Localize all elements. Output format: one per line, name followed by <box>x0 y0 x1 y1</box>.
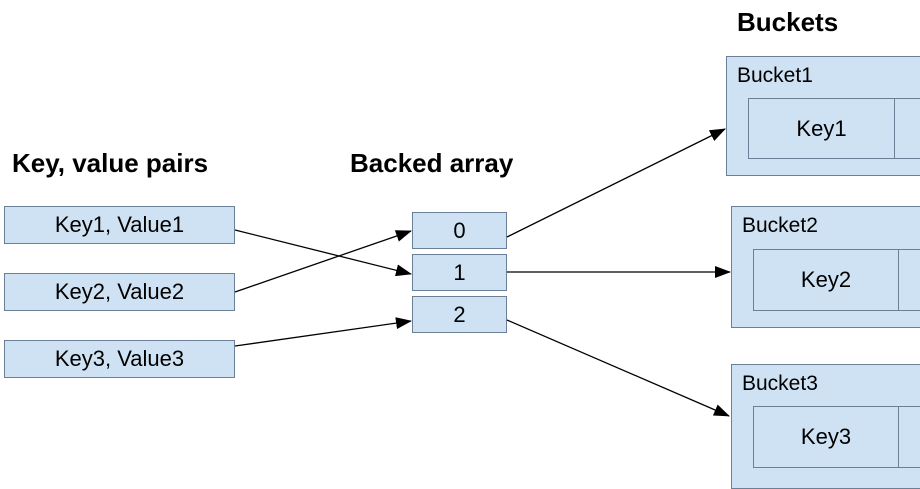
array-cell-2: 2 <box>412 296 507 333</box>
bucket-2: Bucket2 Key2 <box>731 206 920 328</box>
arrow-cell-2-to-bucket-3 <box>506 319 730 417</box>
bucket-entry: Key3 <box>753 406 920 468</box>
bucket-entry: Key1 <box>748 98 920 159</box>
array-heading: Backed array <box>350 148 514 178</box>
pair-box-key3: Key3, Value3 <box>4 340 235 378</box>
array-cell-1: 1 <box>412 254 507 291</box>
bucket-key: Key2 <box>754 250 899 310</box>
pairs-heading: Key, value pairs <box>12 148 209 178</box>
arrow-key2-to-cell-0 <box>234 230 412 293</box>
arrow-cell-0-to-bucket-1 <box>506 128 726 238</box>
bucket-label: Bucket1 <box>737 64 813 87</box>
bucket-1: Bucket1 Key1 <box>726 56 920 176</box>
bucket-key: Key1 <box>749 99 895 158</box>
bucket-entry: Key2 <box>753 249 920 311</box>
bucket-3: Bucket3 Key3 <box>731 364 920 489</box>
array-cell-0: 0 <box>412 212 507 249</box>
pair-box-key2: Key2, Value2 <box>4 273 235 311</box>
arrow-key1-to-cell-1 <box>234 229 412 277</box>
buckets-heading: Buckets <box>737 7 839 37</box>
bucket-label: Bucket3 <box>742 372 818 395</box>
bucket-label: Bucket2 <box>742 214 818 237</box>
arrow-key3-to-cell-2 <box>234 317 412 347</box>
bucket-key: Key3 <box>754 407 899 467</box>
pair-box-key1: Key1, Value1 <box>4 206 235 244</box>
